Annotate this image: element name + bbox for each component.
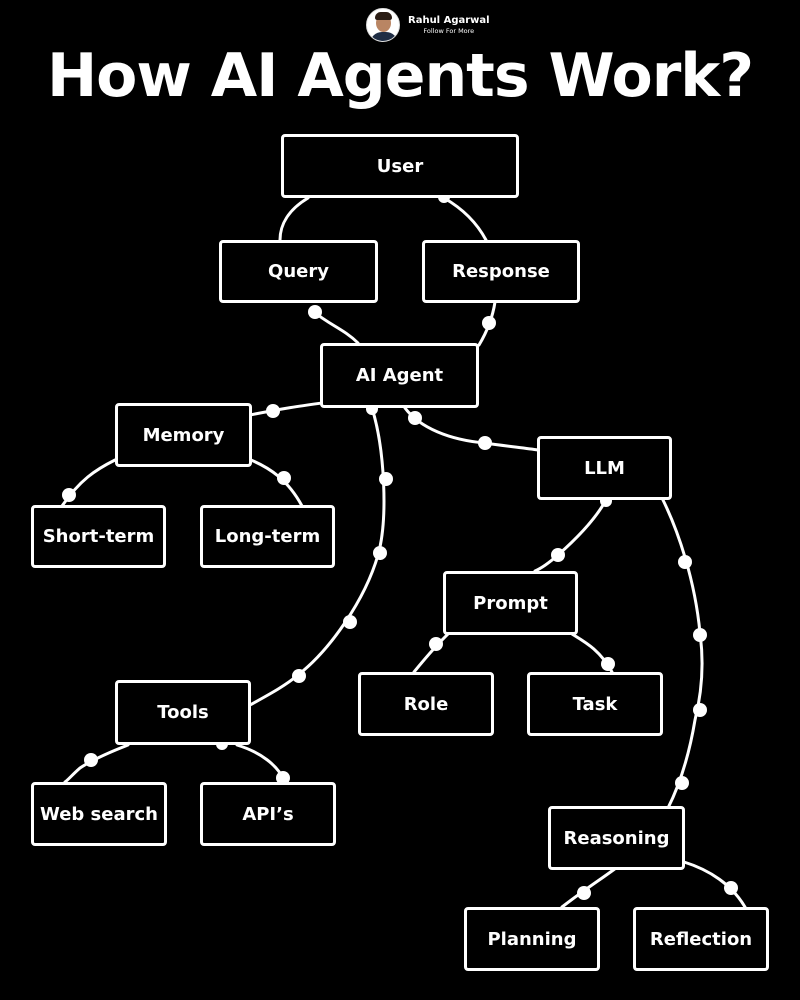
connector-dot bbox=[266, 404, 280, 418]
connector-dot bbox=[577, 886, 591, 900]
connector-dot bbox=[724, 881, 738, 895]
edge-reasoning-planning bbox=[560, 866, 618, 909]
node-ai-agent: AI Agent bbox=[320, 343, 479, 408]
edge-ai-agent-memory bbox=[248, 401, 324, 417]
connector-dot bbox=[408, 411, 422, 425]
edge-memory-long-term bbox=[249, 458, 304, 508]
node-task: Task bbox=[527, 672, 663, 736]
connector-dot bbox=[292, 669, 306, 683]
node-short-term: Short-term bbox=[31, 505, 166, 568]
node-prompt: Prompt bbox=[443, 571, 578, 635]
author-subtitle: Follow For More bbox=[423, 27, 475, 35]
node-query: Query bbox=[219, 240, 378, 303]
connector-dot bbox=[373, 546, 387, 560]
edge-reasoning-reflection bbox=[682, 860, 747, 909]
connector-dot bbox=[678, 555, 692, 569]
node-long-term: Long-term bbox=[200, 505, 335, 568]
node-user: User bbox=[281, 134, 519, 198]
node-llm: LLM bbox=[537, 436, 672, 500]
connector-dot bbox=[429, 637, 443, 651]
author-badge: Rahul Agarwal Follow For More bbox=[366, 8, 490, 42]
connector-dot bbox=[675, 776, 689, 790]
connector-dot bbox=[693, 703, 707, 717]
edge-user-query bbox=[278, 196, 310, 242]
node-reasoning: Reasoning bbox=[548, 806, 685, 870]
edge-user-response bbox=[442, 196, 488, 242]
page-title: How AI Agents Work? bbox=[46, 41, 754, 111]
connector-dot bbox=[277, 471, 291, 485]
edge-tools-web-search bbox=[63, 743, 130, 784]
author-name: Rahul Agarwal bbox=[408, 15, 490, 26]
connector-dot bbox=[551, 548, 565, 562]
connector-dot bbox=[276, 771, 290, 785]
edge-llm-prompt bbox=[533, 498, 608, 573]
edge-query-ai-agent bbox=[312, 310, 360, 345]
author-avatar bbox=[366, 8, 400, 42]
connector-dot bbox=[693, 628, 707, 642]
edge-ai-agent-llm bbox=[403, 406, 540, 452]
node-role: Role bbox=[358, 672, 494, 736]
connector-dot bbox=[482, 316, 496, 330]
edge-llm-reasoning bbox=[660, 496, 704, 810]
connector-dot bbox=[62, 488, 76, 502]
node-web-search: Web search bbox=[31, 782, 167, 846]
node-memory: Memory bbox=[115, 403, 252, 467]
node-response: Response bbox=[422, 240, 580, 303]
node-reflection: Reflection bbox=[633, 907, 769, 971]
connector-dot bbox=[379, 472, 393, 486]
connector-dot bbox=[84, 753, 98, 767]
connector-dot bbox=[343, 615, 357, 629]
connector-dot bbox=[308, 305, 322, 319]
node-planning: Planning bbox=[464, 907, 600, 971]
node-apis: API’s bbox=[200, 782, 336, 846]
node-tools: Tools bbox=[115, 680, 251, 745]
connector-dot bbox=[601, 657, 615, 671]
connector-dot bbox=[478, 436, 492, 450]
